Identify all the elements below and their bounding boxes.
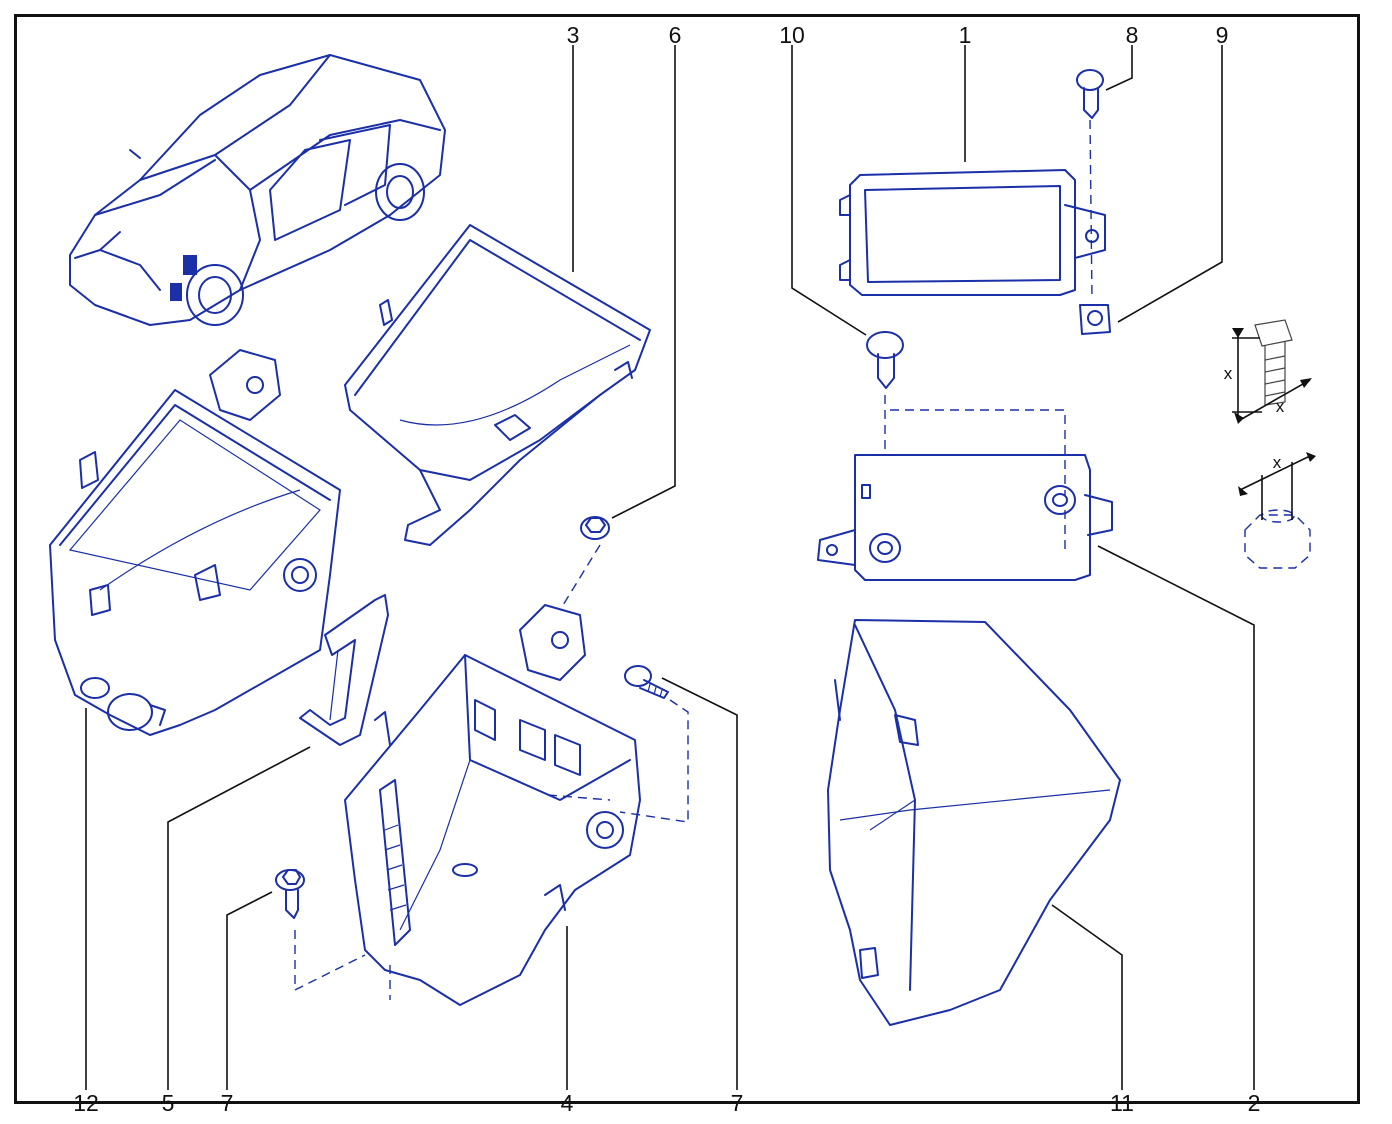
callout-11: 11 xyxy=(1110,1090,1134,1116)
part-7-screw-left xyxy=(275,869,305,919)
part-2-support xyxy=(817,454,1113,581)
callout-4: 4 xyxy=(560,1090,574,1116)
callout-10: 10 xyxy=(779,22,805,48)
part-7-screw-right xyxy=(624,665,669,699)
callout-7-left: 7 xyxy=(220,1090,234,1116)
part-9-clip xyxy=(1079,304,1111,335)
callout-2: 2 xyxy=(1247,1090,1261,1116)
callout-7-right: 7 xyxy=(730,1090,744,1116)
part-8-screw xyxy=(1076,69,1104,119)
part-10-screw xyxy=(866,331,904,389)
callout-3: 3 xyxy=(566,22,580,48)
part-12-assembled-box xyxy=(49,349,341,736)
callout-leader-lines xyxy=(85,45,1255,1090)
callout-1: 1 xyxy=(958,22,972,48)
dimension-label-nut-size: x xyxy=(1272,453,1282,472)
part-4-tray xyxy=(344,604,641,1006)
callout-6: 6 xyxy=(668,22,682,48)
part-3-cover xyxy=(344,224,651,546)
part-6-nut xyxy=(580,516,610,540)
part-1-module xyxy=(839,169,1106,296)
bolt-dimension-symbol xyxy=(1232,319,1312,424)
dimension-label-bolt-diameter: x xyxy=(1275,397,1285,416)
diagram-frame xyxy=(14,14,1360,1104)
car-component-marker xyxy=(183,255,197,275)
part-11-large-cover xyxy=(827,619,1121,1026)
part-5-bracket xyxy=(299,594,389,746)
callout-9: 9 xyxy=(1215,22,1229,48)
callout-8: 8 xyxy=(1125,22,1139,48)
callout-5: 5 xyxy=(161,1090,175,1116)
car-illustration xyxy=(69,54,446,326)
callout-12: 12 xyxy=(73,1090,99,1116)
nut-dimension-symbol xyxy=(1238,452,1316,569)
assembly-dashed-lines xyxy=(294,119,1093,1000)
dimension-label-bolt-length: x xyxy=(1223,364,1233,383)
